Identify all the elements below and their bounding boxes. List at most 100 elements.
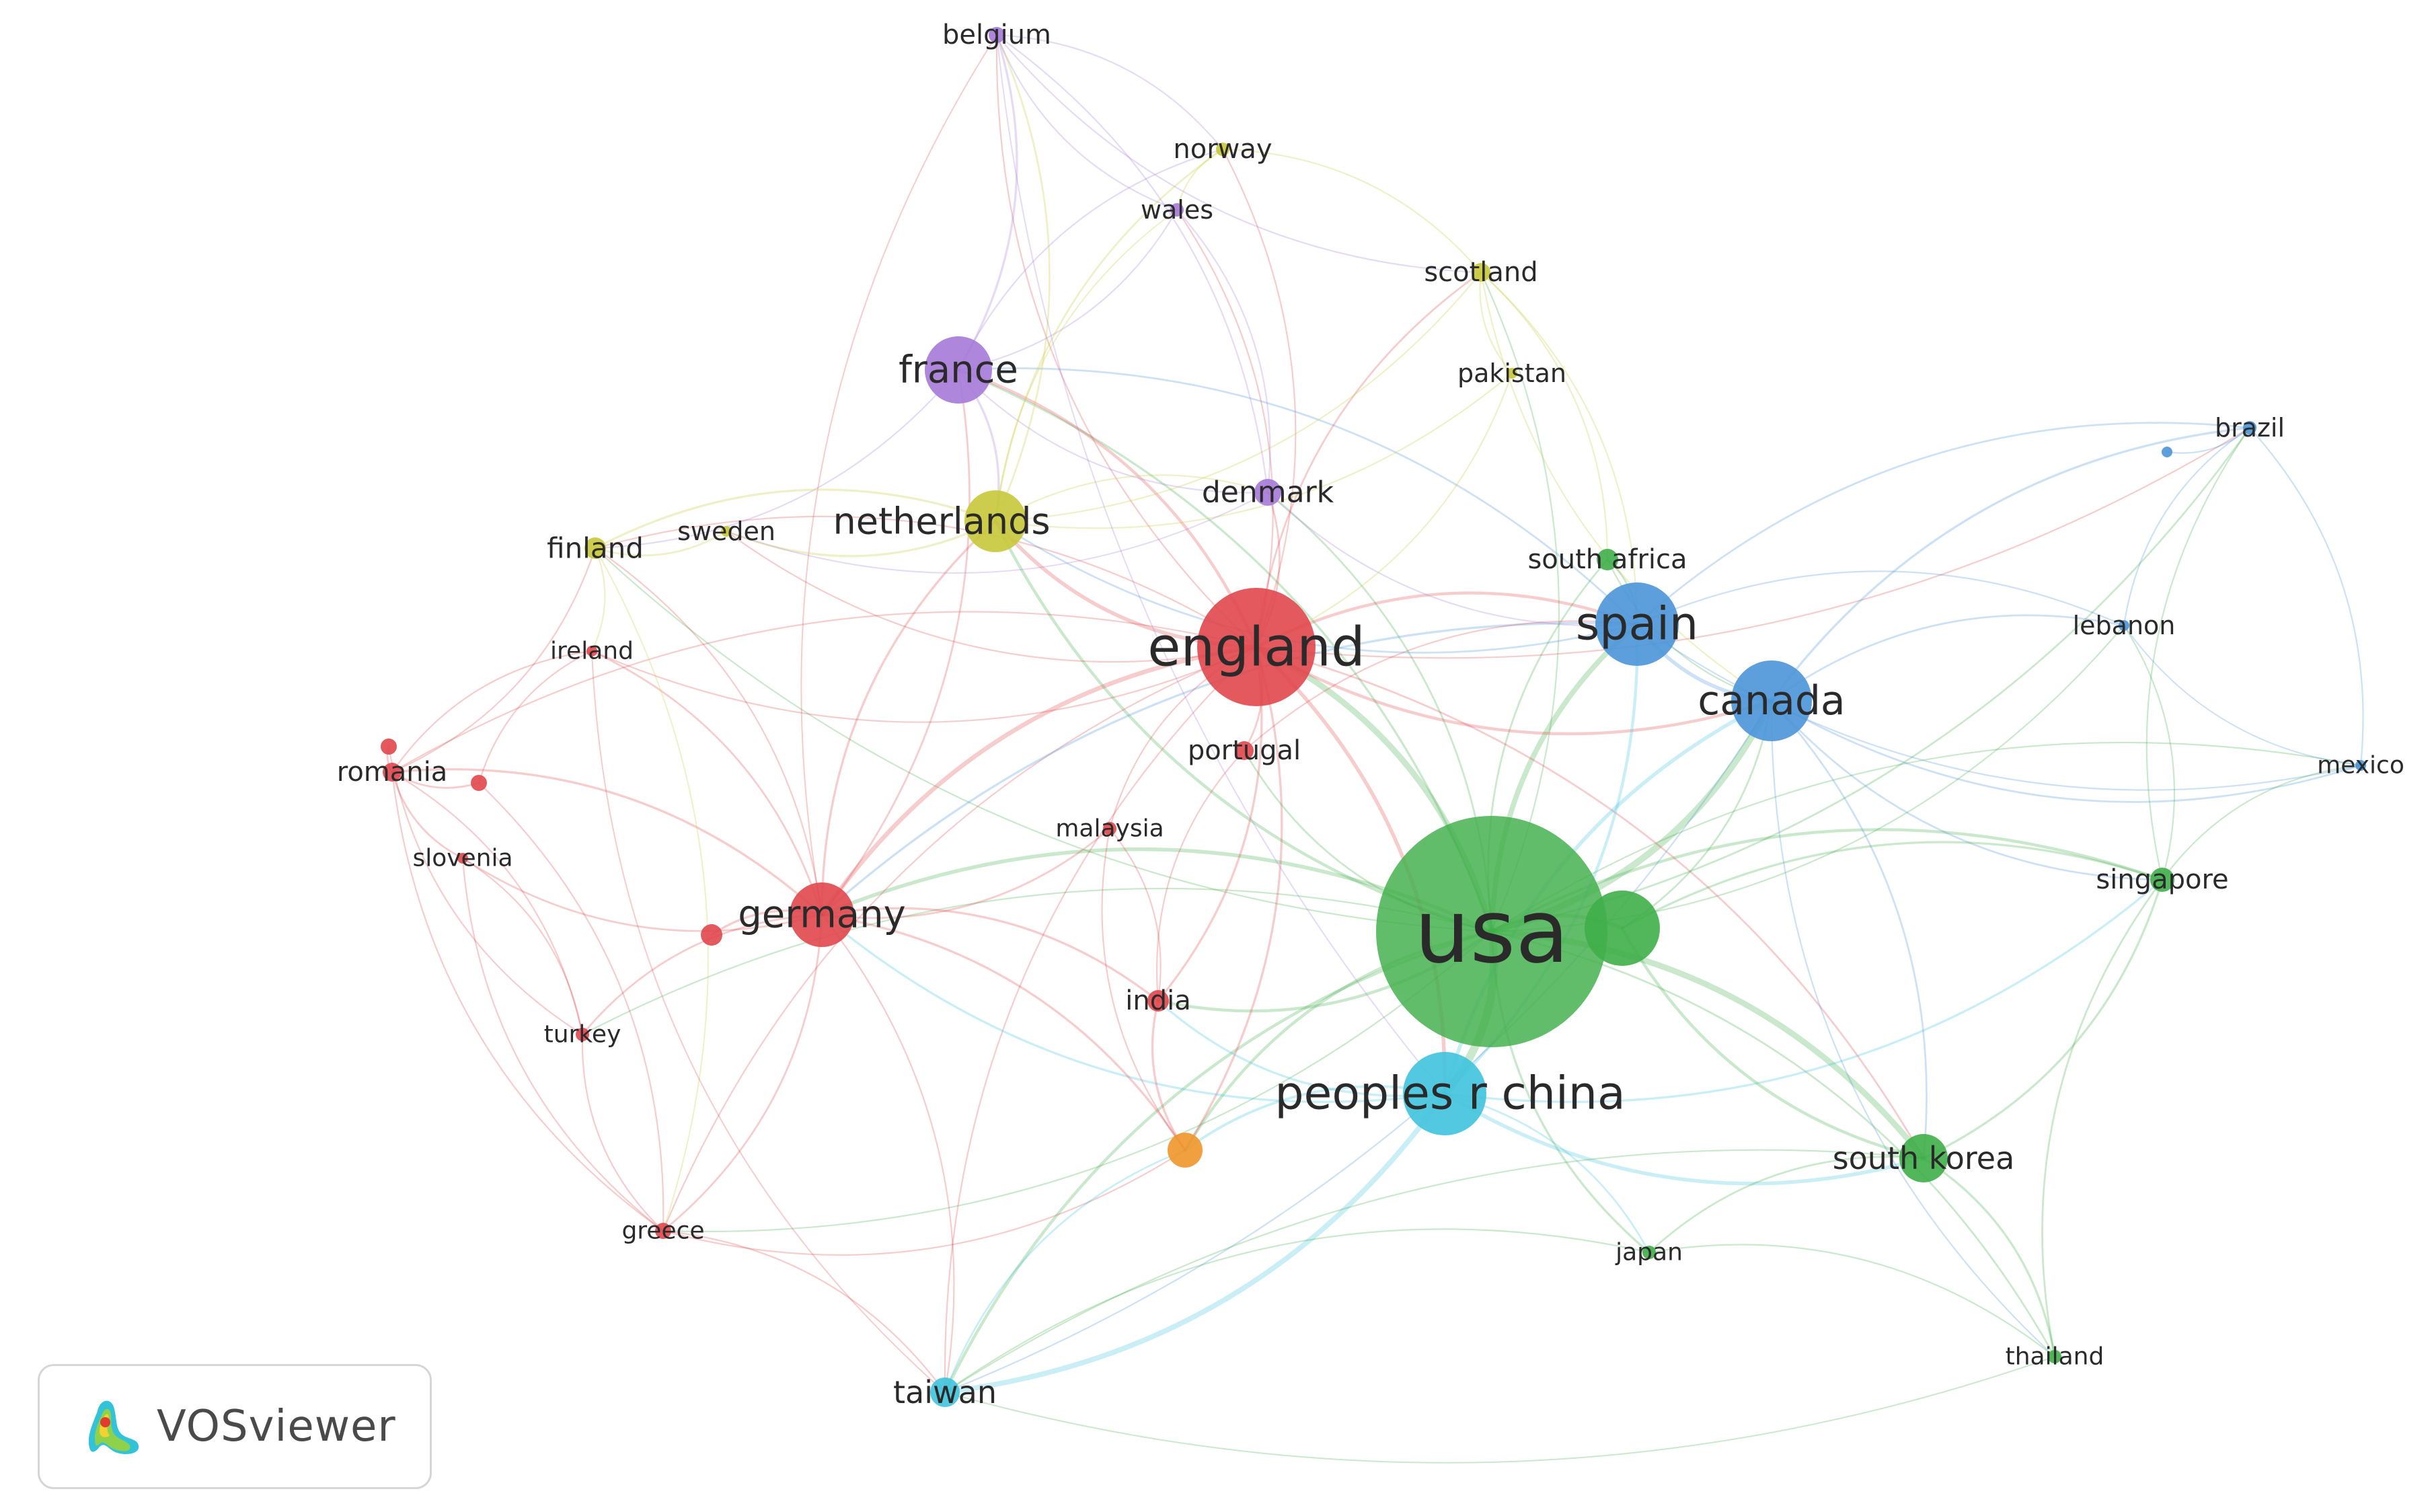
node-label-malaysia: malaysia (1055, 815, 1164, 843)
link-greece-unlabeled-orange-1 (662, 1149, 1186, 1256)
node-label-netherlands: netherlands (833, 500, 1051, 543)
node-unlabeled-orange-1[interactable] (1168, 1133, 1203, 1168)
link-france-norway (957, 148, 1224, 371)
node-label-lebanon: lebanon (2073, 611, 2176, 640)
link-belgium-scotland (995, 34, 1482, 274)
link-malaysia-india (1108, 827, 1162, 1002)
link-south-korea-singapore (1922, 878, 2164, 1160)
link-spain-brazil (1636, 422, 2251, 626)
link-ireland-taiwan (591, 650, 946, 1393)
node-thailand[interactable] (2048, 1350, 2061, 1363)
node-peoples-r-china[interactable] (1403, 1052, 1486, 1135)
node-france[interactable] (925, 336, 992, 404)
node-canada[interactable] (1731, 660, 1812, 741)
link-brazil-lebanon (2123, 426, 2251, 627)
node-wales[interactable] (1170, 203, 1184, 217)
link-scotland-canada (1480, 271, 1773, 702)
node-turkey[interactable] (576, 1028, 589, 1041)
link-greece-taiwan (662, 1230, 946, 1394)
node-mexico[interactable] (2355, 760, 2366, 771)
link-england-romania (391, 611, 1258, 773)
node-label-sweden: sweden (677, 517, 775, 546)
node-england[interactable] (1197, 588, 1316, 706)
node-unlabeled-green-1[interactable] (1585, 891, 1660, 966)
node-unlabeled-blue-1[interactable] (2162, 447, 2172, 457)
node-slovenia[interactable] (457, 853, 468, 864)
link-slovenia-greece (461, 857, 664, 1232)
node-label-norway: norway (1173, 134, 1272, 165)
link-england-south-korea (1255, 646, 1925, 1160)
link-england-norway (1221, 148, 1297, 648)
node-lebanon[interactable] (2119, 620, 2129, 631)
link-singapore-thailand (2041, 878, 2164, 1358)
link-romania-ireland (391, 650, 593, 773)
link-usa-finland (594, 547, 1493, 933)
link-scotland-south-africa (1480, 271, 1609, 561)
link-unlabeled-red-2-greece (478, 782, 664, 1232)
link-denmark-spain (1266, 491, 1638, 627)
link-netherlands-denmark (994, 474, 1269, 523)
node-usa[interactable] (1376, 816, 1607, 1047)
node-netherlands[interactable] (964, 490, 1026, 552)
node-scotland[interactable] (1472, 263, 1490, 282)
node-india[interactable] (1147, 990, 1169, 1012)
link-thailand-taiwan (944, 1356, 2055, 1464)
node-label-denmark: denmark (1202, 476, 1334, 510)
link-usa-turkey (581, 887, 1493, 1036)
node-label-england: england (1147, 616, 1365, 679)
link-turkey-greece (581, 1033, 664, 1232)
link-germany-belgium (800, 34, 997, 915)
node-finland[interactable] (584, 537, 606, 559)
node-denmark[interactable] (1254, 479, 1281, 506)
node-label-belgium: belgium (942, 20, 1051, 50)
link-unlabeled-red-2-ireland (478, 650, 593, 784)
node-norway[interactable] (1216, 143, 1229, 156)
node-label-singapore: singapore (2096, 864, 2228, 895)
node-label-finland: finland (547, 532, 644, 565)
node-japan[interactable] (1642, 1246, 1656, 1259)
node-portugal[interactable] (1235, 741, 1254, 760)
node-brazil[interactable] (2243, 421, 2256, 434)
node-sweden[interactable] (721, 526, 732, 537)
node-label-usa: usa (1414, 880, 1569, 983)
vosviewer-logo-icon (88, 1400, 139, 1454)
link-canada-lebanon (1770, 614, 2125, 702)
node-spain[interactable] (1595, 582, 1679, 666)
link-germany-greece (662, 913, 823, 1232)
link-england-finland (594, 515, 1258, 648)
link-singapore-lebanon (2123, 624, 2176, 881)
node-label-canada: canada (1698, 677, 1845, 724)
node-taiwan[interactable] (930, 1377, 960, 1407)
link-south-korea-unlabeled-green-1 (1620, 926, 1926, 1160)
node-unlabeled-red-2[interactable] (471, 775, 487, 791)
node-south-africa[interactable] (1597, 549, 1618, 570)
node-label-romania: romania (337, 757, 448, 788)
node-label-greece: greece (621, 1217, 704, 1245)
link-usa-france (957, 369, 1493, 933)
node-belgium[interactable] (989, 27, 1005, 43)
link-england-ireland (591, 646, 1258, 723)
node-ireland[interactable] (586, 646, 597, 656)
link-netherlands-norway (994, 148, 1224, 523)
link-england-france (956, 368, 1258, 649)
link-romania-slovenia (391, 771, 464, 860)
node-unlabeled-red-1[interactable] (701, 924, 722, 946)
link-germany-ireland (591, 650, 823, 916)
link-england-sweden (725, 530, 1258, 663)
node-label-brazil: brazil (2215, 413, 2285, 443)
node-south-korea[interactable] (1899, 1134, 1948, 1182)
node-singapore[interactable] (2150, 868, 2174, 892)
node-label-spain: spain (1576, 598, 1698, 651)
node-romania[interactable] (383, 763, 402, 782)
vosviewer-logo-badge: VOSviewer (38, 1364, 432, 1489)
link-india-unlabeled-orange-1 (1151, 999, 1186, 1151)
link-belgium-denmark (995, 34, 1269, 494)
node-pakistan[interactable] (1507, 368, 1517, 379)
link-finland-greece (595, 547, 709, 1232)
node-greece[interactable] (655, 1223, 671, 1239)
node-label-thailand: thailand (2006, 1343, 2104, 1371)
node-malaysia[interactable] (1103, 822, 1116, 835)
node-germany[interactable] (790, 882, 854, 947)
node-unlabeled-red-3[interactable] (381, 739, 397, 755)
